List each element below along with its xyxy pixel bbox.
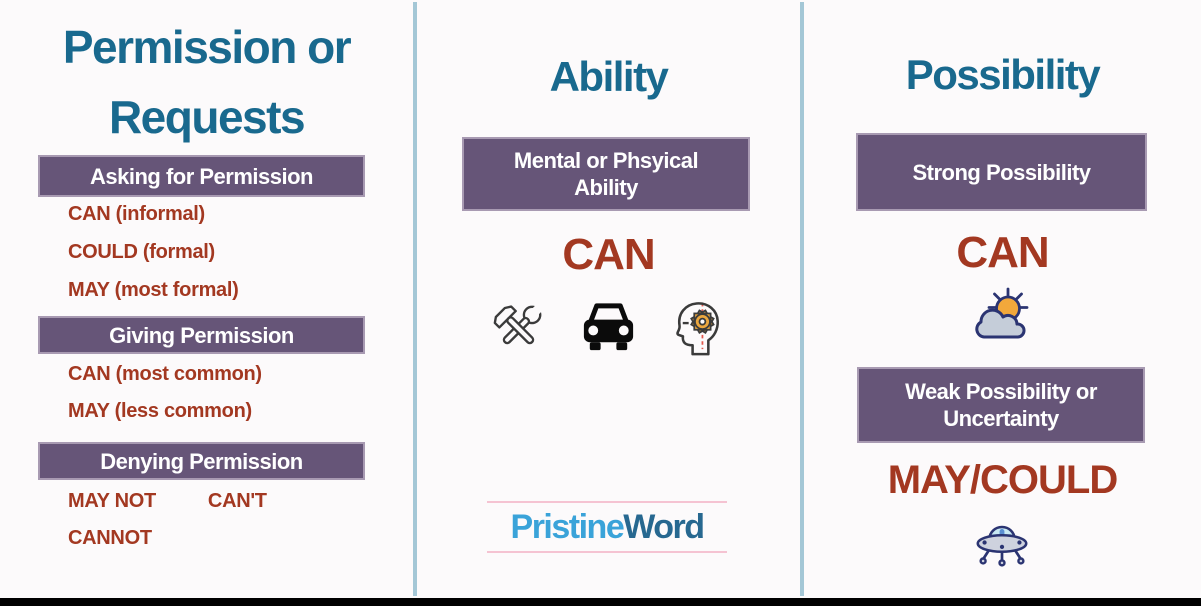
list-item: MAY (most formal): [68, 279, 239, 301]
denying-permission-banner: Denying Permission: [38, 442, 365, 480]
ability-banner-line1: Mental or Phsyical: [513, 148, 699, 173]
strong-possibility-banner: Strong Possibility: [856, 133, 1147, 211]
asking-permission-list: CAN (informal) COULD (formal) MAY (most …: [68, 202, 239, 302]
ability-title-label: Ability: [549, 53, 669, 100]
list-item: COULD (formal): [68, 241, 215, 263]
asking-permission-banner: Asking for Permission: [38, 155, 365, 197]
column-divider: [413, 2, 417, 596]
list-item: CAN'T: [207, 490, 267, 512]
list-item: CAN (most common): [68, 363, 262, 385]
column-divider: [800, 2, 804, 596]
ability-icon-row: [417, 297, 800, 360]
pristineword-logo: PristineWord: [487, 501, 727, 553]
giving-permission-banner: Giving Permission: [38, 316, 365, 354]
car-icon: [583, 303, 634, 351]
denying-permission-banner-label: Denying Permission: [100, 448, 303, 474]
possibility-title-label: Possibility: [905, 51, 1101, 98]
asking-permission-banner-label: Asking for Permission: [89, 163, 314, 189]
possibility-column-title: Possibility: [804, 52, 1201, 98]
weak-possibility-banner-line2: Uncertainty: [943, 406, 1059, 431]
weak-possibility-modal-word: MAY/COULD: [887, 458, 1119, 502]
giving-permission-banner-label: Giving Permission: [109, 322, 294, 348]
logo-part-word: Word: [623, 508, 705, 546]
strong-possibility-modal-word: CAN: [956, 228, 1049, 277]
head-gear-icon: [676, 302, 719, 356]
weak-possibility-banner: Weak Possibility or Uncertainty: [857, 367, 1145, 443]
mental-physical-ability-banner: Mental or Phsyical Ability: [462, 137, 750, 211]
list-item: MAY NOT: [68, 490, 156, 512]
ability-column-title: Ability: [417, 54, 800, 100]
permission-column-title: Permission or Requests: [0, 12, 413, 152]
ability-banner-line2: Ability: [574, 175, 638, 200]
weak-possibility-banner-line1: Weak Possibility or: [905, 379, 1097, 404]
bottom-bar: [0, 598, 1201, 606]
pristineword-logo-text: PristineWord: [510, 508, 705, 546]
ability-modal-word: CAN: [562, 230, 655, 279]
giving-permission-list: CAN (most common) MAY (less common): [68, 362, 262, 423]
sun-behind-cloud-icon: [975, 287, 1029, 339]
denying-permission-row: MAY NOT CAN'T: [68, 489, 267, 513]
permission-title-line2: Requests: [108, 91, 306, 143]
list-item: CANNOT: [68, 527, 152, 549]
list-item: CAN (informal): [68, 203, 205, 225]
ufo-icon: [976, 525, 1028, 567]
permission-title-line1: Permission or: [62, 21, 352, 73]
list-item: MAY (less common): [68, 400, 252, 422]
tools-icon: [493, 303, 544, 345]
logo-part-pristine: Pristine: [510, 508, 625, 546]
strong-possibility-banner-label: Strong Possibility: [912, 159, 1091, 185]
